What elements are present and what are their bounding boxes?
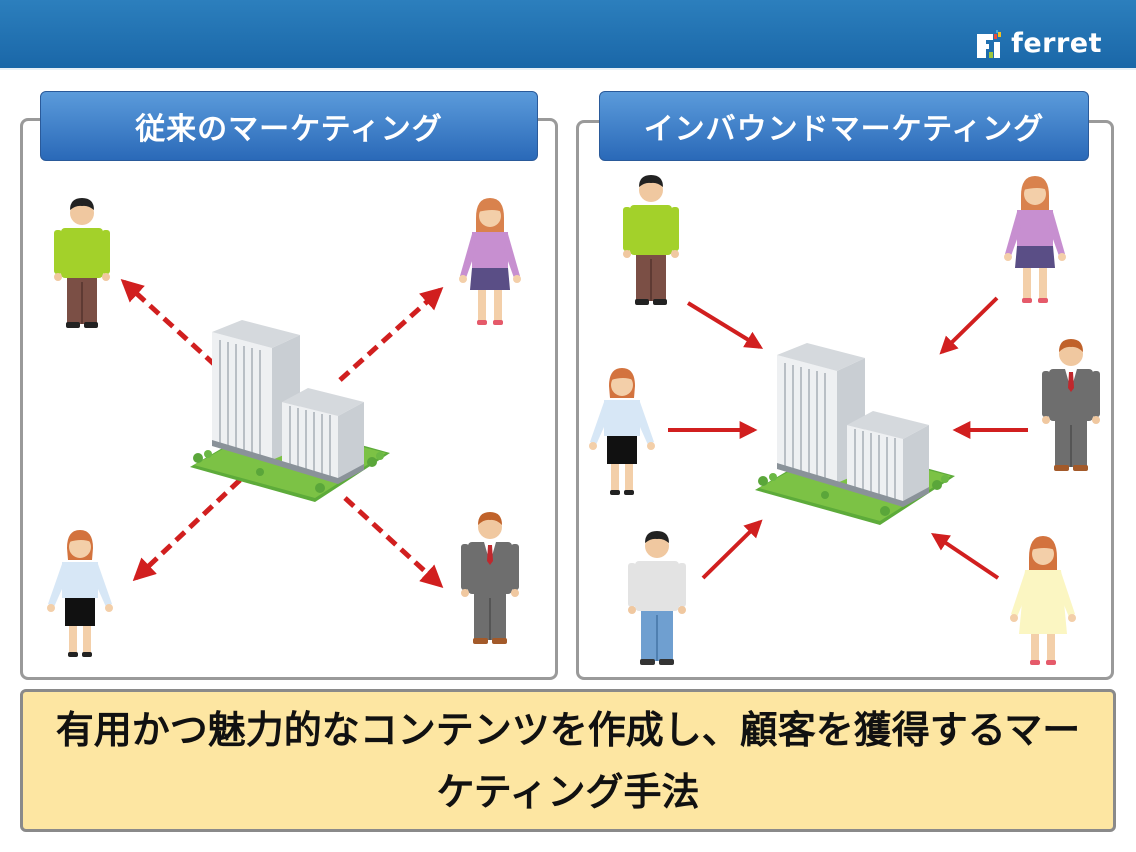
- arrow-icon: [931, 532, 1000, 580]
- person-icon: [622, 174, 680, 306]
- dashed-arrow-icon: [338, 286, 444, 382]
- person-icon: [1004, 176, 1066, 303]
- arrow-icon: [686, 301, 764, 349]
- caption-text: 有用かつ魅力的なコンテンツを作成し、顧客を獲得するマーケティング手法: [55, 707, 1081, 814]
- left-arrows: [120, 278, 444, 589]
- ferret-logo: ferret: [977, 27, 1102, 61]
- person-icon: [1010, 536, 1076, 665]
- arrow-icon: [939, 296, 999, 355]
- diagram-scene: [47, 174, 1101, 666]
- arrow-icon: [701, 519, 763, 580]
- person-icon: [627, 530, 687, 666]
- person-icon: [1041, 338, 1101, 472]
- person-icon: [459, 198, 521, 325]
- dashed-arrow-icon: [120, 278, 217, 367]
- dashed-arrow-icon: [343, 496, 444, 589]
- right-panel-title: インバウンドマーケティング: [599, 91, 1089, 161]
- ferret-logo-icon: [977, 30, 1002, 58]
- building-icon: [754, 342, 956, 526]
- logo-text: ferret: [1011, 28, 1102, 59]
- dashed-arrow-icon: [132, 478, 242, 582]
- caption-box: 有用かつ魅力的なコンテンツを作成し、顧客を獲得するマーケティング手法: [20, 689, 1116, 832]
- right-arrows: [668, 296, 1028, 580]
- header-bar: ferret: [0, 0, 1136, 70]
- person-icon: [47, 530, 113, 657]
- person-icon: [589, 368, 655, 495]
- person-icon: [460, 511, 520, 645]
- left-panel-title: 従来のマーケティング: [40, 91, 538, 161]
- building-icon: [189, 319, 391, 503]
- person-icon: [53, 197, 111, 329]
